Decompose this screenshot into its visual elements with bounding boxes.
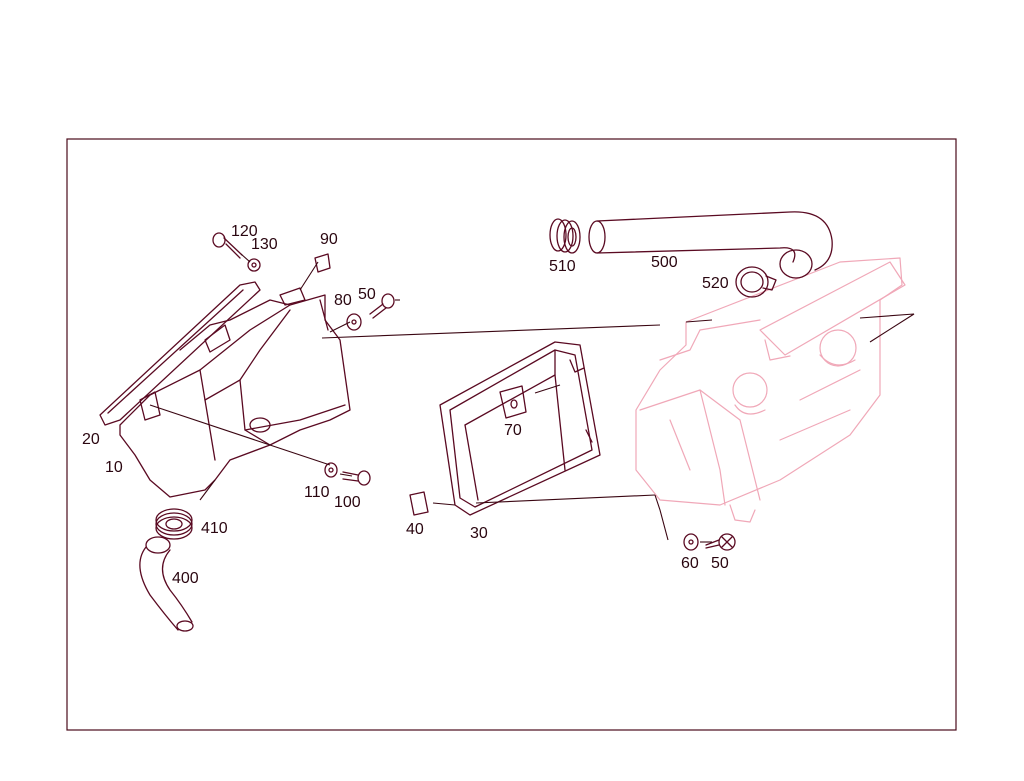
callout-90: 90 xyxy=(320,231,338,248)
clip-90 xyxy=(314,253,331,273)
leader-lines xyxy=(149,253,915,543)
washer-130 xyxy=(247,258,261,272)
clip-70 xyxy=(499,385,527,419)
callout-110: 110 xyxy=(304,484,330,501)
callout-20: 20 xyxy=(82,431,100,448)
air-box-seal xyxy=(99,281,261,426)
air-box-housing xyxy=(119,287,351,498)
grommet-410 xyxy=(155,508,193,540)
engine-assembly-ghost xyxy=(635,257,906,523)
callout-130: 130 xyxy=(251,236,278,253)
callout-410: 410 xyxy=(201,520,228,537)
washer-110 xyxy=(324,462,338,478)
callout-50-lower: 50 xyxy=(711,555,729,572)
callout-100: 100 xyxy=(334,494,361,511)
callout-520: 520 xyxy=(702,275,729,292)
washer-60 xyxy=(683,533,699,551)
clamp-520 xyxy=(735,266,777,298)
diagram-frame xyxy=(66,138,957,731)
hose-400 xyxy=(139,536,194,632)
callout-80: 80 xyxy=(334,292,352,309)
callout-500: 500 xyxy=(651,254,678,271)
callout-50-upper: 50 xyxy=(358,286,376,303)
screw-50-upper xyxy=(369,293,395,319)
screw-50-lower xyxy=(705,533,736,551)
callout-labels: 120 130 90 80 50 20 10 110 100 410 400 5… xyxy=(82,223,729,587)
intake-tube-500 xyxy=(588,211,833,279)
callout-30: 30 xyxy=(470,525,488,542)
washer-80 xyxy=(346,313,362,331)
callout-510: 510 xyxy=(549,258,576,275)
callout-60: 60 xyxy=(681,555,699,572)
sleeve-510 xyxy=(549,218,581,254)
callout-120: 120 xyxy=(231,223,258,240)
callout-400: 400 xyxy=(172,570,199,587)
callout-40: 40 xyxy=(406,521,424,538)
callout-10: 10 xyxy=(105,459,123,476)
screw-100 xyxy=(342,470,371,486)
callout-70: 70 xyxy=(504,422,522,439)
bolt-120 xyxy=(212,232,243,259)
clip-40 xyxy=(409,491,429,516)
